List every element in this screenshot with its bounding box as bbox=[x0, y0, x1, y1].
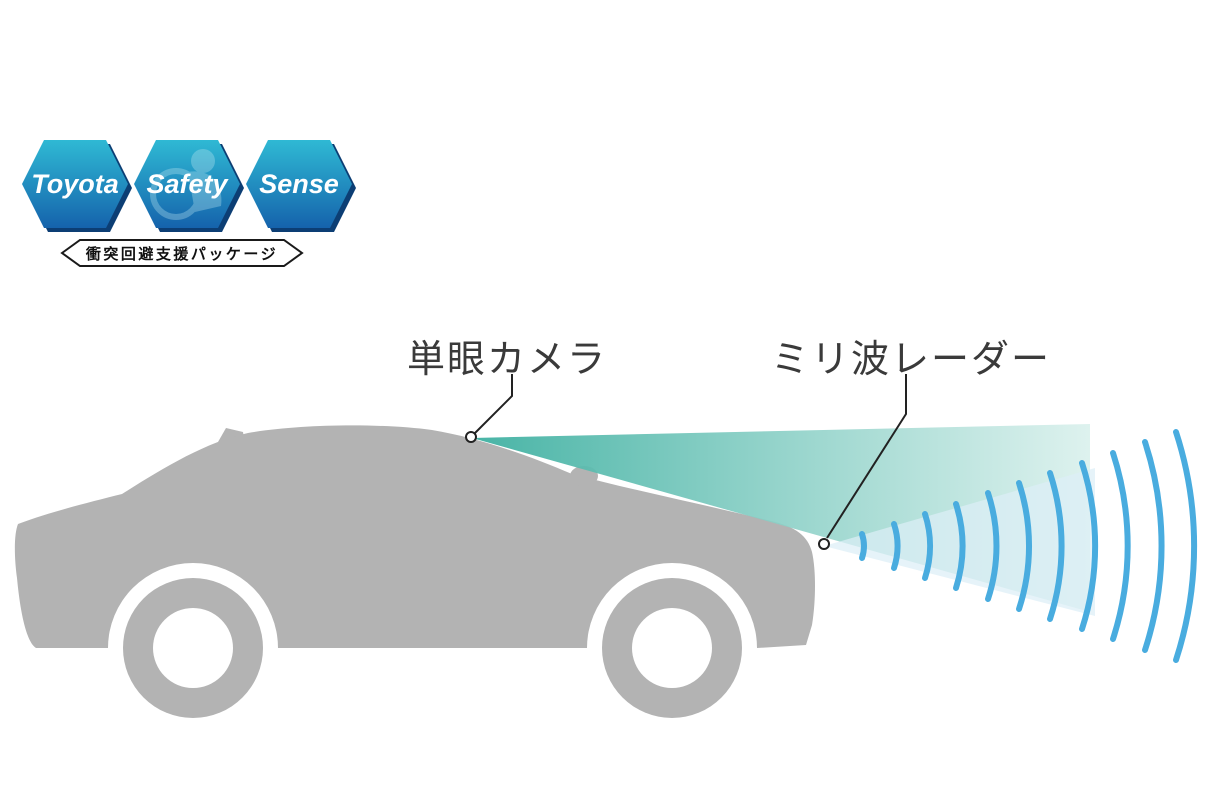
banner-ribbon-shape bbox=[60, 239, 304, 267]
leader-lines bbox=[473, 374, 907, 539]
hexagon-face bbox=[246, 140, 352, 228]
toyota-safety-sense-logo: Toyota Safety Sense bbox=[22, 140, 356, 267]
logo-badge-safety: Safety bbox=[134, 140, 244, 232]
camera-label: 単眼カメラ bbox=[407, 337, 608, 381]
camera-leader-line bbox=[473, 374, 513, 435]
radar-wave-arc bbox=[1079, 460, 1099, 632]
radar-wave-arcs bbox=[859, 429, 1198, 663]
banner-label: 衝突回避支援パッケージ bbox=[85, 245, 278, 263]
radar-wave-arc bbox=[953, 501, 966, 591]
hexagon-face bbox=[22, 140, 128, 228]
logo-badge-toyota: Toyota bbox=[22, 140, 132, 232]
car-silhouette-group bbox=[14, 425, 815, 718]
radar-wave-arc bbox=[1016, 480, 1032, 612]
radar-wave-arc bbox=[1047, 470, 1065, 622]
radar-wave-arc bbox=[985, 490, 1000, 602]
logo-badge-sense: Sense bbox=[246, 140, 356, 232]
radar-point-marker bbox=[818, 538, 830, 550]
radar-wave-arc bbox=[1110, 450, 1131, 642]
rear-wheel-hub bbox=[153, 608, 233, 688]
collision-avoidance-banner: 衝突回避支援パッケージ bbox=[60, 239, 304, 267]
badge-label-sense: Sense bbox=[259, 169, 339, 199]
hexagon-face bbox=[134, 140, 240, 228]
badge-label-toyota: Toyota bbox=[31, 169, 119, 199]
radar-wave-arc bbox=[1173, 429, 1198, 663]
radar-label: ミリ波レーダー bbox=[771, 337, 1052, 381]
radar-wave-arc bbox=[1142, 439, 1165, 653]
camera-point-marker bbox=[465, 431, 477, 443]
radar-wave-arc bbox=[922, 511, 934, 581]
radar-wave-arc bbox=[859, 531, 867, 561]
car-body bbox=[14, 425, 815, 648]
badge-label-safety: Safety bbox=[146, 169, 229, 199]
front-wheel-hub bbox=[632, 608, 712, 688]
radar-leader-line bbox=[826, 374, 907, 539]
radar-wave-arc bbox=[891, 521, 901, 571]
driver-silhouette-art bbox=[150, 149, 222, 220]
